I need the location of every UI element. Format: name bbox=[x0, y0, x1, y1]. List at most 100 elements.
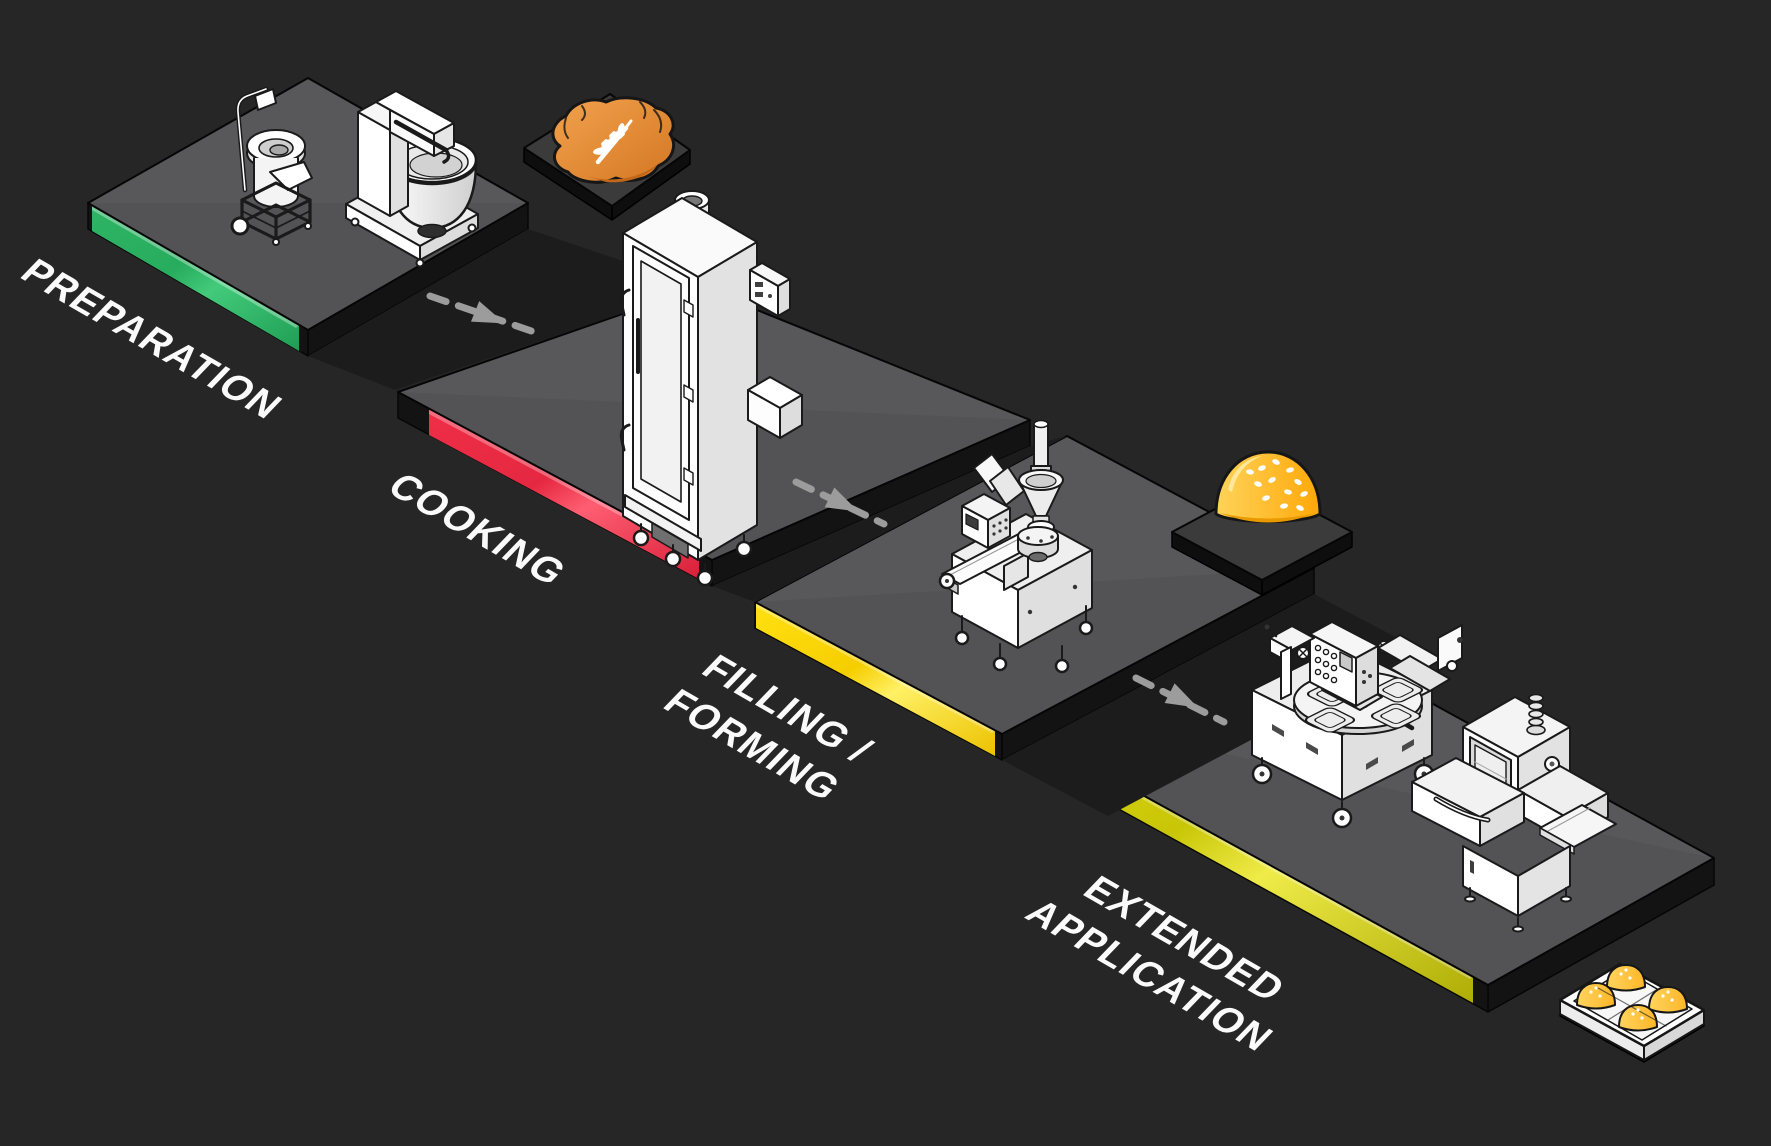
mixer-foot bbox=[415, 258, 425, 268]
panel-side bbox=[987, 507, 1011, 549]
control-button bbox=[755, 282, 763, 287]
tower-side bbox=[1355, 645, 1379, 707]
mould-inner bbox=[1380, 708, 1412, 724]
mixer-base-side bbox=[419, 213, 479, 261]
bun-tray bbox=[1558, 962, 1706, 1061]
hopper-pipe bbox=[1033, 423, 1049, 467]
frame-brace bbox=[241, 210, 277, 229]
drawer-handle-inner bbox=[1435, 798, 1489, 821]
panel-button bbox=[992, 532, 996, 536]
tray-divider bbox=[1607, 989, 1657, 1021]
wheat-icon bbox=[593, 119, 633, 165]
roller-hub bbox=[945, 579, 949, 583]
bag-folds bbox=[563, 101, 663, 139]
panel-button bbox=[998, 521, 1002, 525]
mixer-foot bbox=[467, 223, 477, 233]
control-knob bbox=[768, 294, 772, 298]
panel-button bbox=[1004, 526, 1008, 530]
tower-screen bbox=[1339, 651, 1353, 673]
bowl-interior bbox=[409, 152, 463, 178]
bowl-foot bbox=[417, 223, 447, 239]
arm-antenna bbox=[1266, 626, 1278, 638]
oven-ledge bbox=[624, 494, 702, 552]
tower-dot bbox=[1368, 674, 1372, 678]
door-hinge bbox=[683, 299, 694, 318]
accent-bar-green bbox=[92, 205, 299, 351]
cart-handle-inner bbox=[237, 88, 267, 191]
oven-door-panel bbox=[640, 260, 682, 503]
belt-guard bbox=[1003, 552, 1029, 591]
sifter-ring-inner bbox=[269, 144, 289, 156]
mould bbox=[1304, 707, 1356, 733]
panel-button bbox=[992, 524, 996, 528]
sesame-seeds bbox=[1246, 459, 1308, 511]
chute-plate bbox=[1437, 624, 1463, 672]
sifter-wheel bbox=[230, 216, 250, 236]
mould bbox=[1372, 677, 1424, 703]
tower-dot bbox=[1362, 670, 1366, 674]
handle-slot bbox=[1272, 724, 1284, 737]
cabinet-side bbox=[1517, 845, 1571, 917]
sifter-foot bbox=[272, 238, 280, 246]
chute-bolt bbox=[1457, 637, 1463, 643]
encruster-body-side bbox=[1017, 549, 1093, 649]
arrow-filling-to-extended bbox=[1132, 674, 1228, 726]
tray-rail bbox=[1547, 807, 1591, 832]
handle-slot bbox=[1366, 757, 1378, 770]
flour-sifter bbox=[230, 86, 313, 246]
panel-button bbox=[1004, 518, 1008, 522]
mould bbox=[1370, 703, 1422, 729]
frame-brace bbox=[275, 210, 311, 229]
burner-box-side bbox=[779, 394, 803, 439]
shadow-band-2 bbox=[712, 436, 1067, 602]
head-outlet bbox=[1028, 551, 1048, 563]
bun-highlight bbox=[1228, 456, 1262, 492]
tower-buttons bbox=[1314, 644, 1338, 684]
accent-bar-yellow bbox=[756, 602, 995, 756]
window-line bbox=[1474, 761, 1507, 780]
pipe-top bbox=[1033, 419, 1049, 429]
shadow-band-1 bbox=[308, 229, 700, 390]
drawer-side bbox=[1479, 792, 1525, 847]
cabinet-handle bbox=[1470, 860, 1474, 874]
arrow-cooking-to-filling bbox=[792, 478, 888, 528]
oven2-feet bbox=[1464, 887, 1572, 933]
flow-arrows bbox=[426, 292, 1228, 726]
mould-inner bbox=[1314, 712, 1346, 728]
door-latch bbox=[619, 423, 631, 452]
knob-cross bbox=[1298, 648, 1308, 658]
head-bolt bbox=[1050, 535, 1054, 539]
arrowhead bbox=[470, 301, 505, 324]
oven-vent bbox=[651, 522, 689, 559]
control-button bbox=[755, 292, 763, 297]
oven2-chimney bbox=[1526, 693, 1546, 736]
tray-bun-speckles bbox=[1589, 968, 1674, 1020]
sesame-bun bbox=[1214, 450, 1322, 523]
tower-dot bbox=[1362, 680, 1366, 684]
oven-side bbox=[697, 241, 758, 561]
handle-card bbox=[254, 88, 277, 111]
tray-divider bbox=[1597, 987, 1667, 1027]
port-hub bbox=[1549, 761, 1555, 767]
platform-shade bbox=[755, 568, 1314, 734]
mould-inner bbox=[1382, 682, 1414, 698]
control-box-side bbox=[777, 278, 791, 317]
arrowhead bbox=[1164, 683, 1199, 708]
bun-base-shade bbox=[1220, 513, 1316, 523]
panel-screen bbox=[965, 513, 979, 531]
bolt bbox=[1027, 609, 1033, 615]
antenna-tip bbox=[1264, 624, 1270, 630]
accent-bar-red bbox=[429, 409, 699, 579]
rotary-moulding-machine bbox=[1251, 621, 1463, 829]
chute-knob bbox=[1446, 660, 1458, 672]
mixer-foot bbox=[350, 217, 360, 227]
encrusting-forming-machine bbox=[938, 419, 1094, 674]
door-hinge bbox=[683, 384, 694, 403]
funnel-inner bbox=[1025, 473, 1057, 489]
oven-casters bbox=[632, 523, 753, 587]
head-bolt bbox=[1026, 536, 1030, 540]
smokehouse-oven bbox=[619, 190, 803, 587]
sifter-foot bbox=[304, 222, 312, 230]
